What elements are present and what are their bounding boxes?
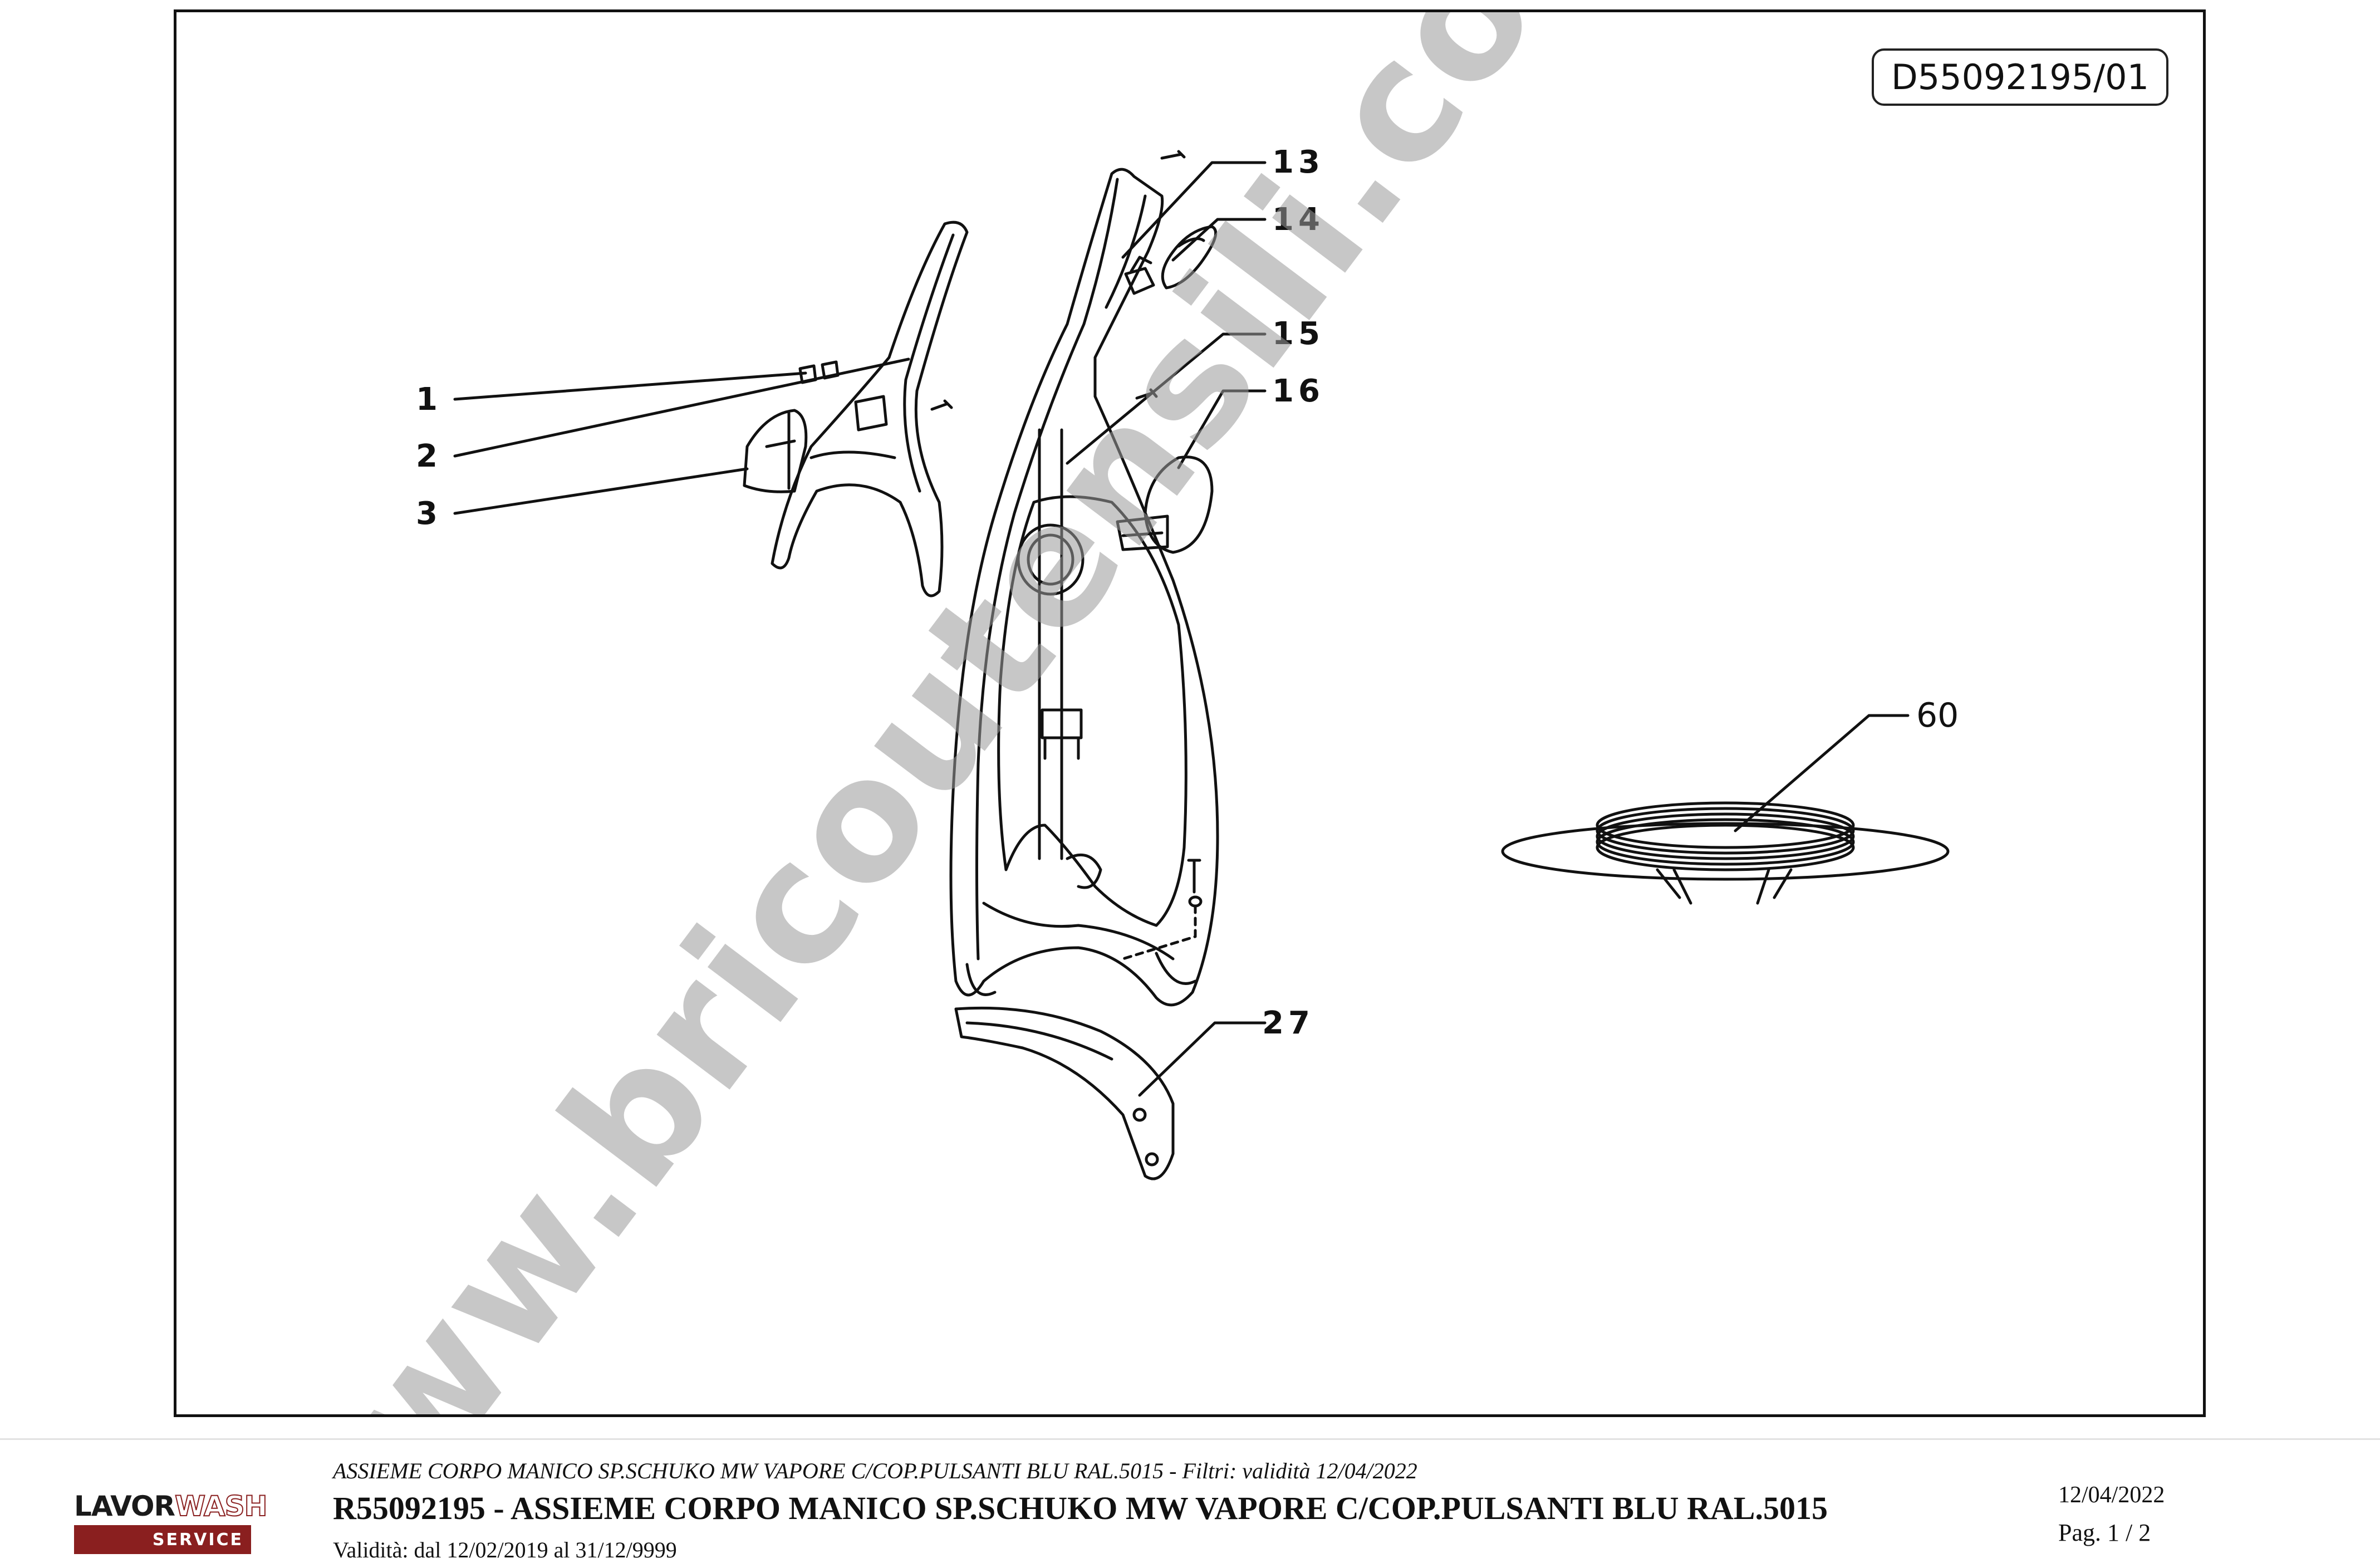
screw-top bbox=[1160, 150, 1186, 160]
leader-16 bbox=[1177, 389, 1267, 469]
footer-page-number: Pag. 1 / 2 bbox=[2058, 1519, 2151, 1546]
leader-15 bbox=[1066, 332, 1267, 465]
footer-date: 12/04/2022 bbox=[2058, 1482, 2165, 1508]
footer-title: R55092195 - ASSIEME CORPO MANICO SP.SCHU… bbox=[333, 1490, 1828, 1526]
clip-13 bbox=[1124, 256, 1155, 295]
callout-13: 13 bbox=[1272, 144, 1324, 180]
screw-mid-right bbox=[1135, 388, 1158, 400]
callout-16: 16 bbox=[1272, 373, 1324, 409]
callout-3: 3 bbox=[416, 496, 442, 532]
bracket-27 bbox=[954, 1006, 1175, 1180]
leader-60 bbox=[1734, 714, 1910, 832]
logo-service-bar: SERVICE bbox=[74, 1525, 251, 1554]
knob-16 bbox=[1144, 455, 1214, 554]
footer-validity: Validità: dal 12/02/2019 al 31/12/9999 bbox=[333, 1537, 677, 1562]
shell-2 bbox=[771, 220, 969, 597]
footer-divider bbox=[0, 1438, 2380, 1440]
drawing-frame: D55092195/01 1 2 3 13 14 15 16 27 60 www… bbox=[174, 9, 2206, 1417]
handle-body bbox=[949, 168, 1219, 1007]
drawing-code: D55092195/01 bbox=[1872, 48, 2168, 106]
cover-14 bbox=[1161, 225, 1218, 290]
callout-15: 15 bbox=[1272, 316, 1324, 352]
leader-13 bbox=[1121, 161, 1267, 259]
leader-2 bbox=[453, 357, 910, 458]
exploded-parts-drawing bbox=[453, 150, 1950, 1180]
buttons-1 bbox=[798, 360, 840, 384]
callout-14: 14 bbox=[1272, 202, 1324, 238]
logo-word-wash: WASH bbox=[174, 1489, 268, 1523]
logo-word-lavor: LAVOR bbox=[74, 1490, 175, 1522]
cover-3 bbox=[743, 409, 808, 493]
leader-14 bbox=[1171, 218, 1267, 262]
callout-27: 27 bbox=[1262, 1005, 1314, 1041]
leader-27 bbox=[1138, 1021, 1267, 1097]
callout-2: 2 bbox=[416, 438, 442, 474]
screw-mid-left bbox=[930, 399, 953, 411]
callout-60: 60 bbox=[1916, 696, 1959, 735]
callout-1: 1 bbox=[416, 381, 442, 418]
leader-1 bbox=[453, 371, 807, 401]
screw-bottom bbox=[1187, 859, 1201, 894]
leader-3 bbox=[453, 467, 749, 515]
footer-subtitle: ASSIEME CORPO MANICO SP.SCHUKO MW VAPORE… bbox=[333, 1458, 1417, 1483]
cable-coil-60 bbox=[1501, 822, 1950, 881]
